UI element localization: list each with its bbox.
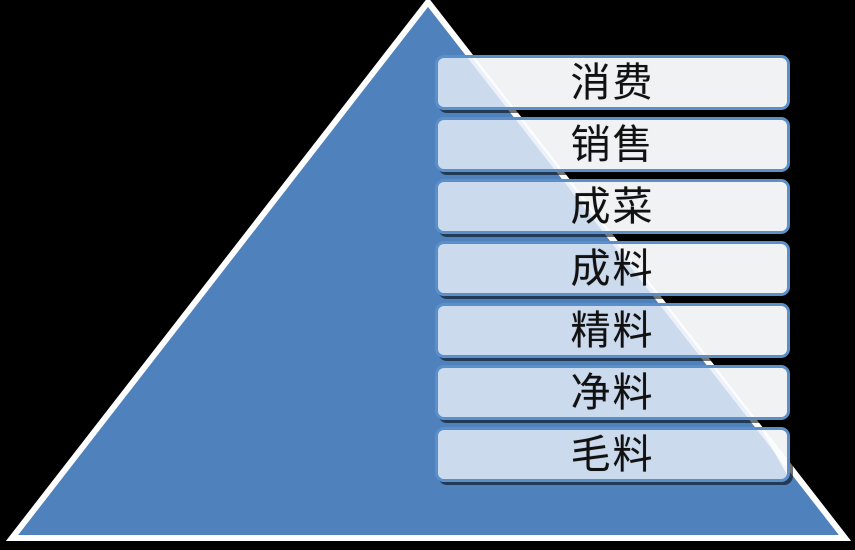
pyramid-level-label-2: 销售 xyxy=(570,121,655,168)
pyramid-level-box-3[interactable]: 成菜 xyxy=(435,179,790,234)
pyramid-level-box-2[interactable]: 销售 xyxy=(435,117,790,172)
pyramid-level-label-6: 净料 xyxy=(570,369,655,416)
pyramid-level-box-4[interactable]: 成料 xyxy=(435,241,790,296)
pyramid-edge-highlight xyxy=(520,120,787,169)
pyramid-level-box-6[interactable]: 净料 xyxy=(435,365,790,420)
pyramid-level-box-5[interactable]: 精料 xyxy=(435,303,790,358)
pyramid-level-label-3: 成菜 xyxy=(570,183,655,230)
pyramid-level-label-1: 消费 xyxy=(570,59,655,106)
pyramid-level-label-4: 成料 xyxy=(570,245,655,292)
pyramid-level-label-5: 精料 xyxy=(570,307,655,354)
pyramid-edge-highlight xyxy=(472,58,787,107)
pyramid-level-box-7[interactable]: 毛料 xyxy=(435,427,790,482)
pyramid-level-box-1[interactable]: 消费 xyxy=(435,55,790,110)
pyramid-edge-highlight xyxy=(568,182,787,231)
pyramid-level-label-7: 毛料 xyxy=(570,431,655,478)
